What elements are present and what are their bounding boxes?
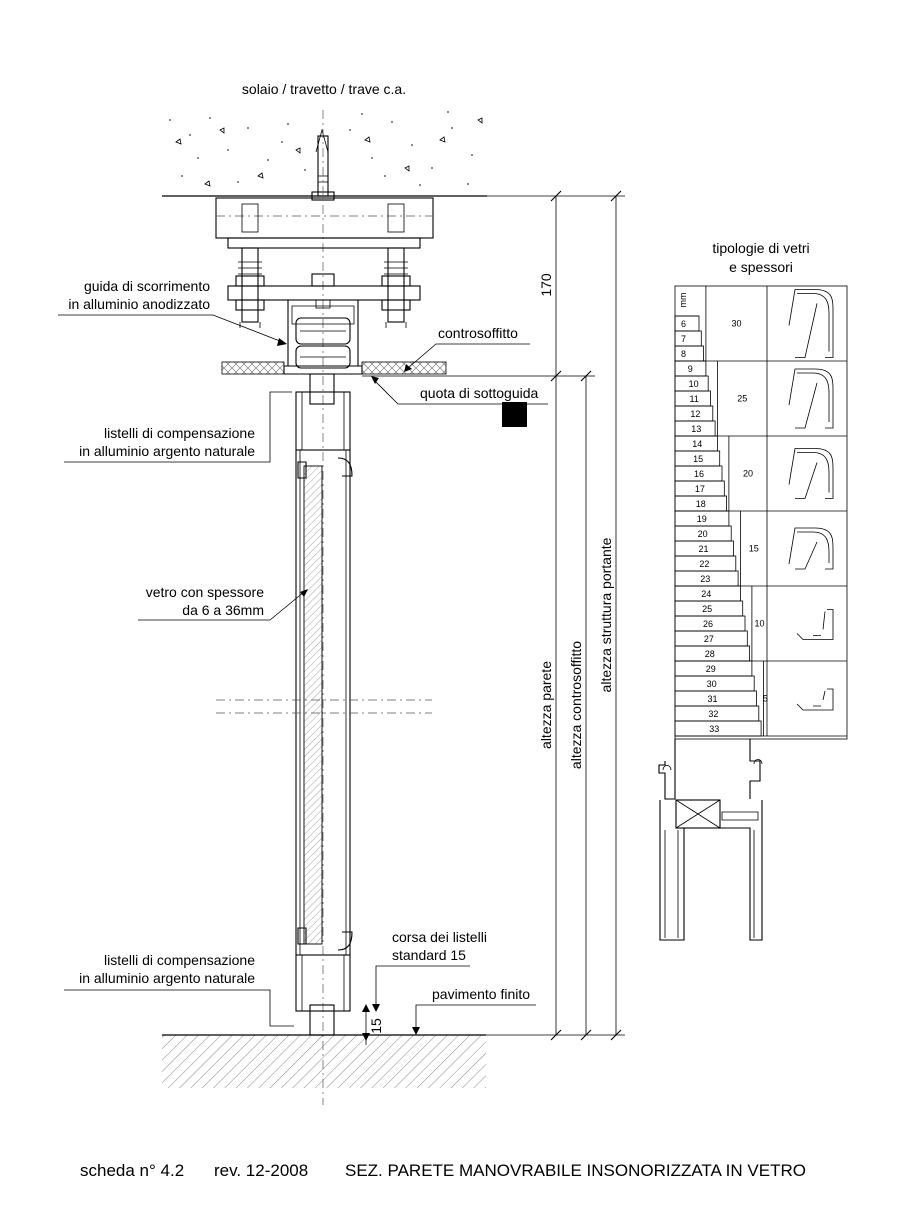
footer-sheet: scheda n° 4.2 <box>80 1161 184 1180</box>
strip-profile <box>788 527 834 570</box>
label-guide-line2: in alluminio anodizzato <box>68 296 210 312</box>
label-floor: pavimento finito <box>432 986 530 1002</box>
thickness-value: 21 <box>699 544 709 554</box>
table-title-line2: e spessori <box>729 259 793 275</box>
thickness-value: 20 <box>698 529 708 539</box>
strip-value: 25 <box>737 394 747 404</box>
thickness-value: 24 <box>701 589 711 599</box>
thickness-value: 32 <box>708 709 718 719</box>
sliding-guide-rail <box>283 299 363 375</box>
strip-value: 5 <box>763 694 768 704</box>
finished-floor <box>162 1034 486 1088</box>
mounting-bracket <box>215 197 434 328</box>
strip-value: 15 <box>749 544 759 554</box>
dim-ceiling-height: altezza controsoffitto <box>568 641 584 769</box>
label-guide-line1: guida di scorrimento <box>84 278 210 294</box>
label-stroke-line1: corsa dei listelli <box>392 929 487 945</box>
thickness-value: 19 <box>697 514 707 524</box>
thickness-value: 25 <box>702 604 712 614</box>
thickness-value: 22 <box>699 559 709 569</box>
label-glass-line1: vetro con spessore <box>146 584 264 600</box>
label-strips-top-line2: in alluminio argento naturale <box>79 443 255 459</box>
thickness-value: 12 <box>690 409 700 419</box>
strip-profile <box>796 688 834 711</box>
under-guide-marker <box>502 402 527 427</box>
dim-170: 170 <box>538 273 554 297</box>
dimension-lines <box>334 190 625 1045</box>
strip-profile <box>788 448 834 499</box>
thickness-value: 23 <box>700 574 710 584</box>
false-ceiling <box>221 361 447 375</box>
label-stroke-line2: standard 15 <box>392 947 466 963</box>
strip-profile <box>788 368 834 429</box>
label-under-guide: quota di sottoguida <box>420 385 539 401</box>
thickness-value: 28 <box>705 649 715 659</box>
table-unit: mm <box>678 293 688 308</box>
label-strips-bottom-line2: in alluminio argento naturale <box>79 970 255 986</box>
thickness-cell <box>674 330 702 347</box>
wall-panel <box>216 373 432 1036</box>
glass-type-table: mm 6 7 8 30 9 10 11 12 13 25 14 15 16 17 18 20 19 20 21 22 2… <box>674 285 848 740</box>
label-false-ceiling: controsoffitto <box>438 325 518 341</box>
strip-value: 30 <box>731 319 741 329</box>
thickness-value: 30 <box>707 679 717 689</box>
thickness-cell <box>674 345 705 362</box>
thickness-value: 13 <box>691 424 701 434</box>
thickness-value: 8 <box>681 349 686 359</box>
thickness-value: 14 <box>692 439 702 449</box>
footer-title: SEZ. PARETE MANOVRABILE INSONORIZZATA IN… <box>345 1161 806 1180</box>
strip-value: 20 <box>743 469 753 479</box>
thickness-value: 6 <box>681 319 686 329</box>
thickness-value: 26 <box>703 619 713 629</box>
thickness-value: 27 <box>704 634 714 644</box>
strip-profile <box>796 609 834 640</box>
thickness-value: 15 <box>693 454 703 464</box>
label-strips-top-line1: listelli di compensazione <box>104 425 255 441</box>
thickness-value: 9 <box>688 364 693 374</box>
base-profile-detail <box>658 739 763 941</box>
concrete-slab <box>162 111 487 201</box>
thickness-value: 31 <box>708 694 718 704</box>
dim-15: 15 <box>368 1018 384 1034</box>
thickness-value: 16 <box>694 469 704 479</box>
label-ceiling: solaio / travetto / trave c.a. <box>242 81 406 97</box>
thickness-value: 18 <box>696 499 706 509</box>
strip-profile <box>788 289 834 358</box>
thickness-cell <box>674 315 700 332</box>
table-title-line1: tipologie di vetri <box>712 240 809 256</box>
thickness-value: 29 <box>706 664 716 674</box>
thickness-value: 7 <box>681 334 686 344</box>
thickness-value: 10 <box>689 379 699 389</box>
label-strips-bottom-line1: listelli di compensazione <box>104 952 255 968</box>
thickness-value: 17 <box>695 484 705 494</box>
strip-value: 10 <box>754 619 764 629</box>
thickness-value: 11 <box>690 394 699 404</box>
dim-wall-height: altezza parete <box>538 661 554 749</box>
thickness-value: 33 <box>709 724 719 734</box>
dim-structure-height: altezza struttura portante <box>598 537 614 692</box>
label-glass-line2: da 6 a 36mm <box>182 602 264 618</box>
footer-revision: rev. 12-2008 <box>214 1161 308 1180</box>
